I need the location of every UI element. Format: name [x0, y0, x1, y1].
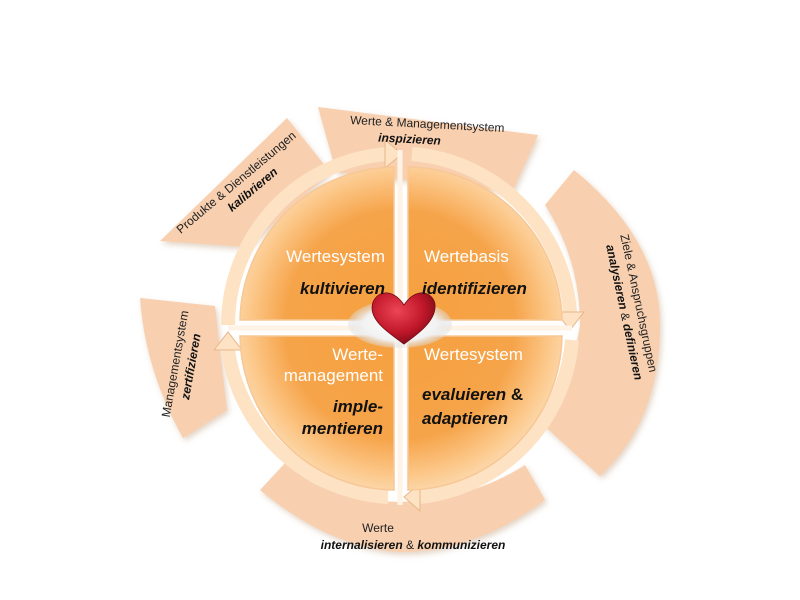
verb-ampersand: &	[506, 385, 523, 404]
quadrant-top-right-verb: identifizieren	[422, 279, 527, 298]
ring-arc-bottom-left	[221, 348, 389, 504]
quadrant-bottom-left-title-1: Werte-	[332, 345, 383, 364]
quadrant-bottom-right-verb-2: adaptieren	[422, 409, 508, 428]
quadrant-bottom-right-title: Wertesystem	[424, 345, 523, 364]
quadrant-top-left-verb: kultivieren	[300, 279, 385, 298]
outer-segment-top-left	[160, 118, 330, 247]
ring-arc-bottom-right	[419, 339, 579, 504]
quadrant-top-left	[239, 166, 395, 321]
outer-bottom-em2: kommunizieren	[417, 538, 505, 552]
ring-arc-top-left	[221, 147, 389, 326]
verb-evaluieren: evaluieren	[422, 385, 506, 404]
outer-bottom-amp: &	[403, 538, 418, 552]
quadrant-bottom-left	[239, 335, 395, 491]
quadrant-top-left-title: Wertesystem	[286, 247, 385, 266]
quadrant-bottom-left-verb-1: imple-	[333, 397, 383, 416]
outer-bottom-line1: Werte	[362, 521, 394, 535]
outer-right-amp: &	[617, 308, 634, 325]
quadrant-top-right-title: Wertebasis	[424, 247, 509, 266]
arrowhead-right	[554, 311, 586, 331]
quadrant-bottom-right	[407, 335, 563, 491]
outer-top-line2: inspizieren	[378, 130, 441, 147]
quadrants	[239, 166, 563, 491]
heart-icon	[371, 292, 436, 345]
outer-segment-bottom	[260, 462, 545, 552]
cycle-ring	[221, 147, 579, 504]
arrowhead-top	[384, 138, 403, 170]
outer-label-bottom: Werte internalisieren & kommunizieren	[321, 521, 506, 552]
outer-segment-right	[536, 170, 660, 476]
quadrant-top-right	[407, 166, 563, 321]
arrowhead-left	[212, 331, 244, 351]
quadrant-bottom-left-verb-2: mentieren	[302, 419, 383, 438]
outer-segment-left	[140, 298, 227, 438]
outer-bottom-line2: internalisieren & kommunizieren	[321, 538, 506, 552]
ring-arc-top-right	[411, 147, 577, 313]
quadrant-bottom-left-title-2: management	[284, 366, 384, 385]
cycle-arrowheads	[212, 138, 586, 513]
outer-bottom-em1: internalisieren	[321, 538, 403, 552]
quadrant-bottom-right-verb-1: evaluieren &	[422, 385, 523, 404]
